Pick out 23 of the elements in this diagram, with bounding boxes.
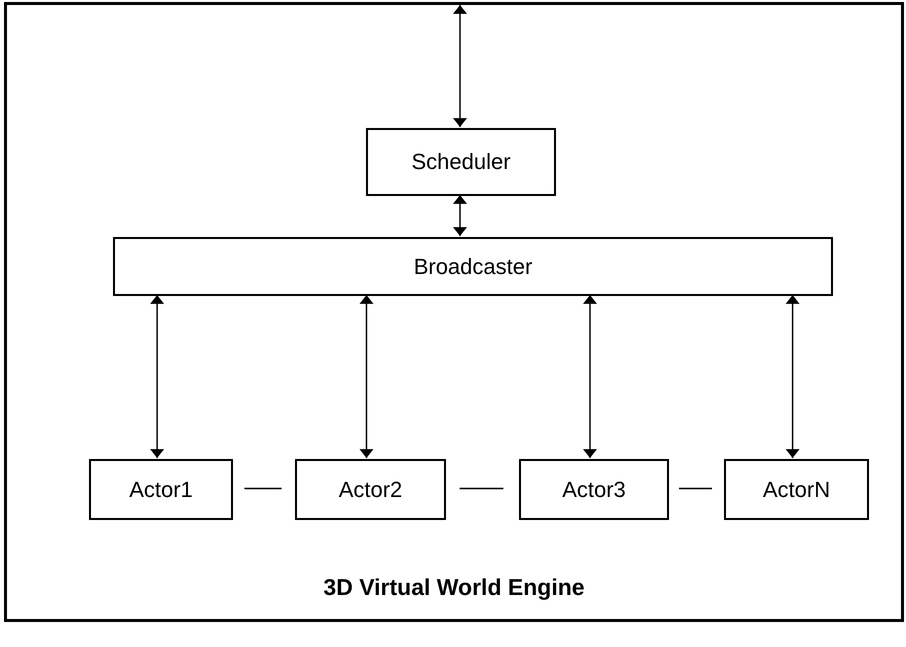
connector-line — [244, 488, 282, 490]
component-box — [295, 459, 446, 520]
connector-line — [679, 488, 712, 490]
double-arrow — [453, 195, 467, 236]
double-arrow — [359, 295, 374, 458]
box-label: Broadcaster — [414, 254, 532, 280]
box-label: Actor1 — [129, 476, 193, 502]
double-arrow — [150, 295, 164, 458]
box-label: Actor2 — [338, 476, 402, 502]
component-box — [89, 459, 233, 520]
engine-frame — [4, 2, 904, 622]
component-box — [113, 237, 833, 296]
box-label: Actor3 — [562, 476, 626, 502]
component-box — [519, 459, 669, 520]
box-label: ActorN — [762, 476, 830, 502]
box-label: Scheduler — [411, 149, 511, 175]
double-arrow — [786, 295, 800, 458]
component-box — [724, 459, 869, 520]
component-box — [366, 128, 556, 196]
double-arrow — [453, 5, 467, 127]
double-arrow — [583, 295, 597, 458]
frame-heading: 3D Virtual World Engine — [323, 574, 585, 601]
connector-line — [460, 488, 504, 490]
